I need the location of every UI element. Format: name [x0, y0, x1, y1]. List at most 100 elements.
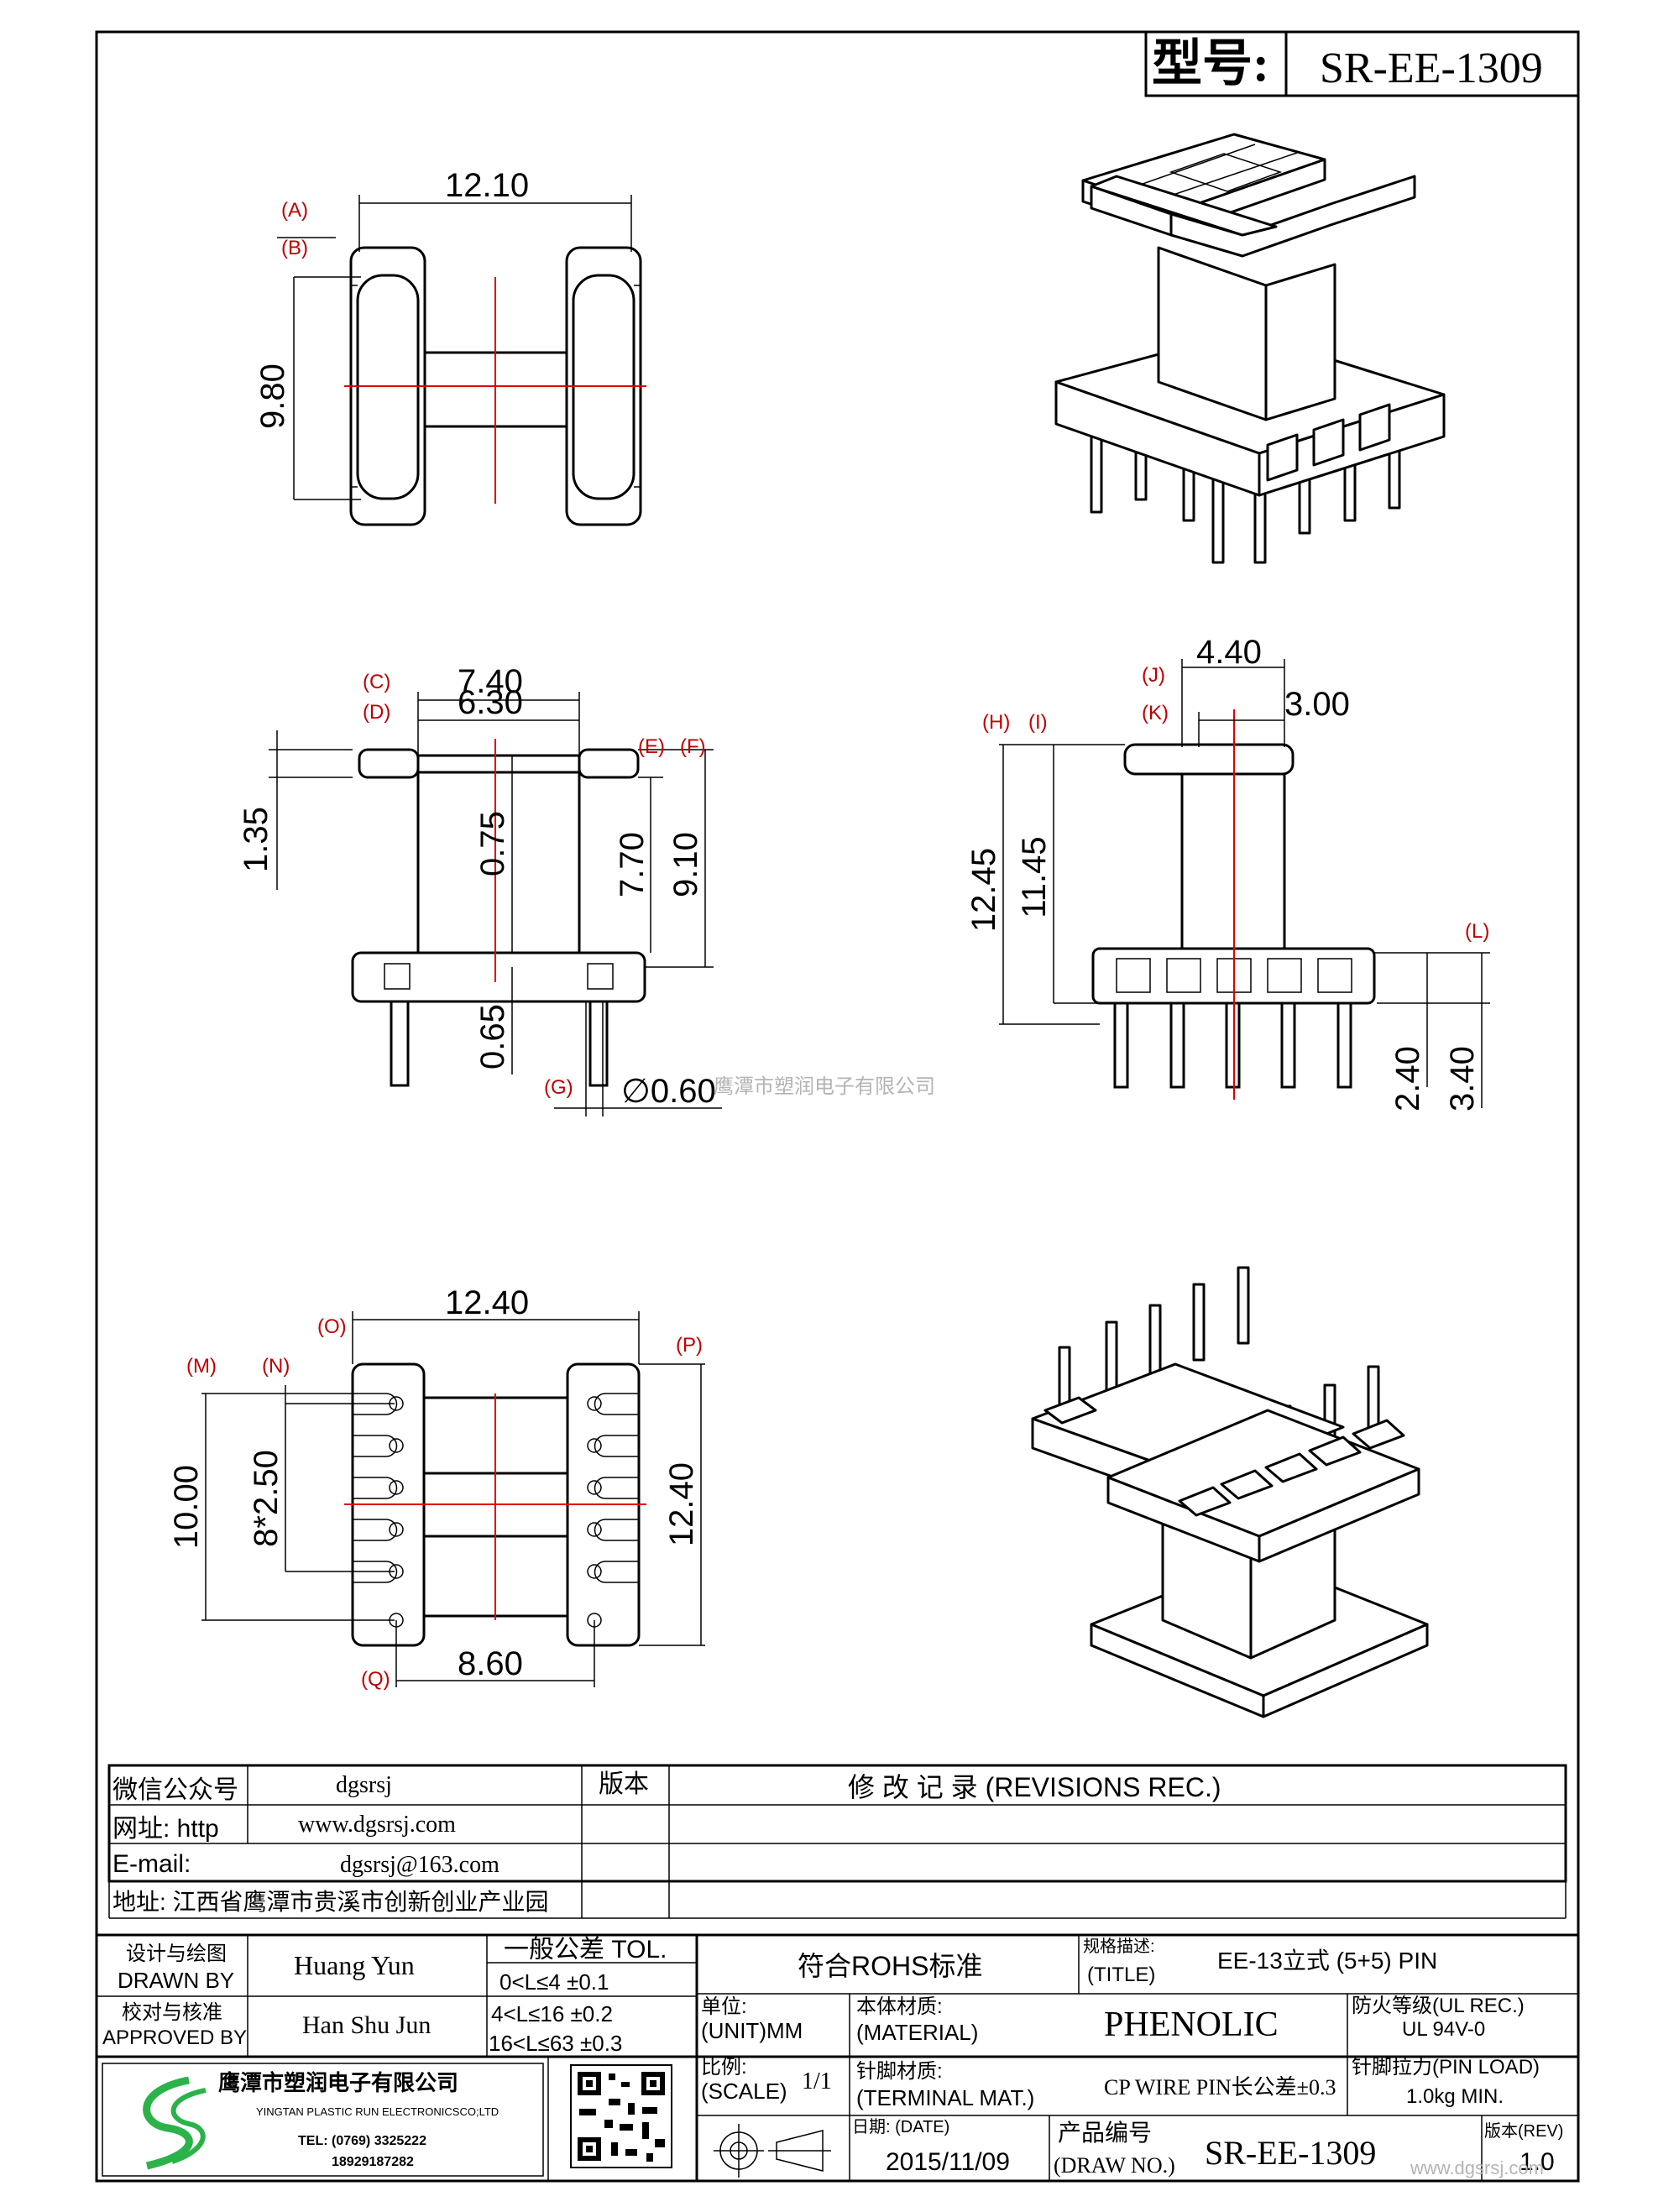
dim-front-pin-offset: 0.65 — [474, 1004, 511, 1069]
dim-bottom-h1: 10.00 — [168, 1465, 205, 1549]
title-cn: 规格描述: — [1083, 1937, 1155, 1956]
material-value: PHENOLIC — [1104, 2005, 1279, 2044]
dim-bottom-h2: 12.40 — [663, 1462, 700, 1546]
dim-front-inner: 6.30 — [458, 684, 523, 721]
marker-e: (E) — [638, 735, 665, 758]
marker-o: (O) — [317, 1315, 347, 1338]
marker-f: (F) — [680, 735, 706, 758]
dim-bottom-pitch: 8*2.50 — [248, 1450, 285, 1547]
wechat-label: 微信公众号 — [112, 1776, 238, 1804]
top-view: 12.10 9.80 (A) (B) — [254, 167, 646, 526]
terminal-cn: 针脚材质: — [856, 2060, 943, 2083]
revisions-label: 修 改 记 录 (REVISIONS REC.) — [848, 1772, 1221, 1802]
scale-cn: 比例: — [701, 2056, 747, 2079]
ul-cn: 防火等级(UL REC.) — [1352, 1995, 1525, 2017]
dim-top-height: 9.80 — [254, 363, 291, 429]
tol-row2: 4<L≤16 ±0.2 — [491, 2001, 613, 2026]
marker-i: (I) — [1028, 711, 1048, 734]
email-label: E-mail: — [112, 1850, 191, 1878]
marker-g: (G) — [544, 1076, 573, 1099]
email-value: dgsrsj@163.com — [340, 1852, 500, 1878]
marker-q: (Q) — [361, 1668, 390, 1691]
dim-front-center: 0.75 — [474, 811, 511, 876]
pinload-cn: 针脚拉力(PIN LOAD) — [1352, 2056, 1540, 2079]
marker-d: (D) — [363, 701, 390, 724]
dim-front-pin-dia: ∅0.60 — [621, 1073, 716, 1110]
title-block: 设计与绘图 DRAWN BY Huang Yun 校对与核准 APPROVED … — [97, 1933, 1578, 2181]
iso-upright — [1054, 133, 1446, 564]
approved-name: Han Shu Jun — [302, 2011, 431, 2039]
dim-side-w2: 3.00 — [1284, 686, 1350, 723]
dim-side-pin2: 3.40 — [1444, 1046, 1481, 1111]
dim-bottom-width: 12.40 — [445, 1284, 529, 1321]
address-label: 地址: 江西省鹰潭市贵溪市创新创业产业园 — [112, 1889, 549, 1915]
scale-en: (SCALE) — [701, 2079, 787, 2104]
approved-en: APPROVED BY — [102, 2026, 247, 2049]
title-en: (TITLE) — [1087, 1964, 1155, 1986]
marker-b: (B) — [281, 237, 308, 259]
version-label: 版本 — [599, 1770, 649, 1798]
unit-en: (UNIT)MM — [701, 2018, 803, 2043]
material-en: (MATERIAL) — [856, 2020, 978, 2045]
tol-title: 一般公差 TOL. — [504, 1936, 667, 1964]
date-value: 2015/11/09 — [886, 2148, 1010, 2176]
drawno-en: (DRAW NO.) — [1054, 2153, 1175, 2178]
terminal-en: (TERMINAL MAT.) — [856, 2085, 1034, 2110]
rev-value: 1.0 — [1519, 2148, 1555, 2176]
side-view: 4.40 3.00 12.45 11.45 2.40 3.40 (H) (I) … — [965, 634, 1490, 1111]
rohs: 符合ROHS标准 — [798, 1951, 982, 1981]
rev-cn: 版本(REV) — [1484, 2121, 1563, 2141]
watermark: 鹰潭市塑润电子有限公司 — [714, 1075, 935, 1098]
watermark-url: www.dgsrsj.com — [1410, 2157, 1544, 2178]
dim-front-h2: 9.10 — [667, 832, 704, 897]
date-cn: 日期: (DATE) — [852, 2118, 949, 2136]
sheet-border — [95, 30, 1580, 2183]
projection-symbol-icon — [714, 2124, 831, 2178]
dim-bottom-pin-span: 8.60 — [458, 1645, 523, 1682]
marker-h: (H) — [982, 711, 1010, 734]
drawn-cn: 设计与绘图 — [126, 1943, 227, 1965]
drawn-name: Huang Yun — [294, 1950, 415, 1980]
model-label: 型号: — [1152, 36, 1269, 92]
wechat-value: dgsrsj — [336, 1772, 392, 1798]
drawno-value: SR-EE-1309 — [1205, 2134, 1376, 2172]
info-table: 微信公众号 dgsrsj 网址: http www.dgsrsj.com E-m… — [107, 1764, 1567, 1919]
dim-front-outer: 7.40 — [458, 663, 523, 700]
material-cn: 本体材质: — [856, 1995, 943, 2018]
marker-c: (C) — [363, 671, 390, 693]
dim-side-h2: 11.45 — [1016, 836, 1053, 918]
unit-cn: 单位: — [701, 1995, 747, 2018]
company-tel: TEL: (0769) 3325222 — [298, 2134, 426, 2148]
marker-p: (P) — [676, 1334, 703, 1357]
marker-n: (N) — [262, 1355, 290, 1378]
marker-k: (K) — [1142, 702, 1169, 724]
pinload-value: 1.0kg MIN. — [1406, 2085, 1504, 2108]
front-view: 7.40 6.30 1.35 0.75 7.70 9.10 0.65 ∅0.60… — [238, 663, 722, 1116]
terminal-value: CP WIRE PIN长公差±0.3 — [1104, 2075, 1336, 2100]
drawno-cn: 产品编号 — [1058, 2120, 1152, 2146]
dim-front-flange: 1.35 — [238, 807, 275, 872]
marker-j: (J) — [1142, 664, 1165, 687]
dim-top-width: 12.10 — [445, 167, 529, 204]
tol-row1: 0<L≤4 ±0.1 — [500, 1969, 609, 1995]
approved-cn: 校对与核准 — [122, 2001, 222, 2024]
marker-m: (M) — [186, 1355, 217, 1378]
qr-code-icon — [570, 2064, 672, 2168]
model-value: SR-EE-1309 — [1320, 44, 1543, 92]
tol-row3: 16<L≤63 ±0.3 — [489, 2031, 622, 2056]
dim-front-h1: 7.70 — [614, 832, 651, 897]
drawn-en: DRAWN BY — [118, 1968, 234, 1993]
ul-value: UL 94V-0 — [1402, 2018, 1485, 2041]
company-cn: 鹰潭市塑润电子有限公司 — [218, 2070, 458, 2095]
iso-inverted — [1031, 1266, 1429, 1718]
marker-l: (L) — [1465, 920, 1489, 943]
company-logo-icon — [143, 2076, 207, 2170]
dim-side-pin1: 2.40 — [1389, 1046, 1426, 1111]
model-box: 型号: SR-EE-1309 — [1144, 30, 1580, 97]
company-en: YINGTAN PLASTIC RUN ELECTRONICSCO;LTD — [256, 2105, 499, 2118]
company-mobile: 18929187282 — [332, 2155, 414, 2169]
dim-side-w1: 4.40 — [1196, 634, 1262, 671]
title-value: EE-13立式 (5+5) PIN — [1217, 1948, 1437, 1974]
web-value: www.dgsrsj.com — [298, 1812, 456, 1838]
